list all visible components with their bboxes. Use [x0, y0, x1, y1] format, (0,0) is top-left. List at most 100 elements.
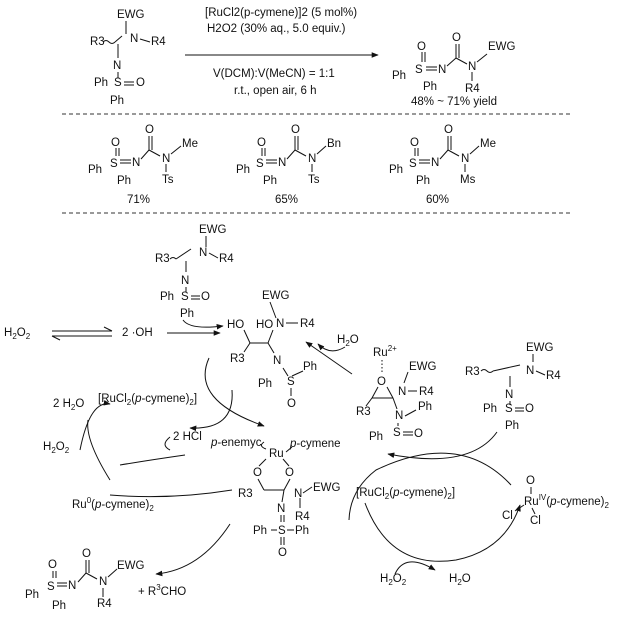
arrow-cycle-ru — [348, 452, 512, 521]
bond — [243, 329, 251, 344]
arrow-cycle-left — [87, 419, 111, 481]
diol-r3: R3 — [230, 353, 245, 365]
ruiv-o: O — [526, 475, 535, 487]
yield-range: 48% ~ 71% yield — [411, 96, 497, 108]
ru-dimer-right: [RuCl2(p-cymene)2] — [356, 487, 455, 501]
bond — [469, 145, 480, 155]
bond — [208, 252, 219, 259]
h2o2-left-cycle: H2O2 — [43, 441, 70, 455]
arrow-diol-to-ru-complex — [204, 357, 265, 427]
epox-s: S — [393, 427, 401, 439]
rs-o: O — [525, 403, 534, 415]
ruiv-cl1: Cl — [502, 510, 513, 522]
bond — [170, 145, 182, 155]
bond — [285, 446, 293, 453]
bond — [291, 370, 304, 377]
product-n-label: N — [438, 64, 446, 76]
bond — [302, 486, 313, 494]
bond — [492, 364, 521, 372]
wavy-bond — [480, 369, 494, 373]
ex3-n2-label: N — [461, 153, 469, 165]
bond — [446, 57, 457, 67]
ex2-ph-label: Ph — [236, 164, 250, 176]
substrate-top: EWG R3 N R4 N Ph S O Ph — [90, 9, 166, 107]
bond — [283, 478, 291, 491]
h2o-attack: H2O — [337, 334, 359, 348]
wavy-bond — [169, 257, 177, 260]
arrow-hcl — [164, 436, 171, 451]
chelate-ph2: Ph — [295, 525, 309, 537]
ex2-o2-label: O — [291, 124, 300, 136]
pb-n2: N — [99, 576, 107, 588]
rs-n2: N — [505, 389, 513, 401]
pb-n: N — [68, 580, 76, 592]
rs-r3: R3 — [465, 366, 480, 378]
bond — [365, 397, 373, 407]
rs-s: S — [505, 403, 513, 415]
ruiv-cl2: Cl — [530, 515, 541, 527]
h2o-2: 2 H2O — [53, 398, 84, 412]
chelate-ph: Ph — [253, 525, 267, 537]
epox-o: O — [377, 376, 386, 388]
arrow-ru0-in — [109, 489, 233, 498]
ex3-yield: 60% — [426, 194, 449, 206]
bond — [267, 329, 274, 344]
pb-o2: O — [82, 548, 91, 560]
substrate-r4-label: R4 — [151, 36, 166, 48]
ex2-o-label: O — [257, 137, 266, 149]
substrate-o-label: O — [136, 77, 145, 89]
ex1-ts-label: Ts — [162, 174, 174, 186]
substrate-ph2-label: Ph — [110, 95, 124, 107]
diol-oh-carbon: HO — [256, 319, 273, 331]
equilibrium-back-head — [51, 335, 61, 341]
bond — [281, 489, 285, 503]
ex2-ts-label: Ts — [308, 174, 320, 186]
curved-arrow — [260, 441, 267, 450]
rs-n: N — [526, 365, 534, 377]
bond — [114, 35, 123, 43]
ex1-ph-label: Ph — [88, 164, 102, 176]
ex1-n2-label: N — [162, 153, 170, 165]
ex2-n-label: N — [278, 157, 286, 169]
pb-ph: Ph — [25, 589, 39, 601]
bond — [282, 367, 289, 377]
arrow-h2o-out — [79, 400, 111, 451]
bond — [447, 149, 460, 157]
ru0-label: Ru0(p-cymene)2 — [72, 496, 154, 513]
product-ph2-label: Ph — [423, 81, 437, 93]
diol-r4: R4 — [300, 318, 315, 330]
ms-r3: R3 — [155, 253, 170, 265]
ms-n: N — [199, 247, 207, 259]
bond — [269, 301, 277, 319]
ex3-me-label: Me — [480, 138, 496, 150]
bond — [243, 342, 251, 353]
chelate-r3: R3 — [238, 488, 253, 500]
epox-ph: Ph — [418, 401, 432, 413]
hydroxyl-radical-formation: H2O2 2 ·OH — [4, 326, 221, 341]
p-cymene: p-cymene — [289, 438, 341, 450]
product-bottom: O S Ph N O N EWG R4 Ph + R3CHO — [25, 548, 186, 612]
chelate-o1: O — [253, 467, 262, 479]
chelate-ru: Ru — [269, 448, 284, 460]
substrate-ewg-label: EWG — [117, 9, 145, 21]
ex2-yield: 65% — [275, 194, 298, 206]
ms-s: S — [181, 291, 189, 303]
arrow-to-product — [155, 523, 231, 577]
product-n2-label: N — [468, 61, 476, 73]
arrow-epoxide-to-diol — [305, 341, 353, 375]
chelate-ewg: EWG — [313, 482, 341, 494]
hydroxyl-radical: 2 ·OH — [122, 327, 153, 339]
reaction-conditions: [RuCl2(p-cymene)]2 (5 mol%) H2O2 (30% aq… — [185, 7, 379, 97]
bond — [258, 458, 267, 467]
bond — [107, 568, 118, 578]
bond — [386, 386, 394, 399]
ex2-s-label: S — [256, 158, 264, 170]
diol-ewg: EWG — [262, 290, 290, 302]
ms-r4: R4 — [219, 253, 234, 265]
mech-ru-epoxide: Ru2+ O EWG N R4 R3 N Ph S Ph O — [356, 344, 437, 443]
epox-ru: Ru2+ — [373, 344, 397, 359]
arrow-h2o-attack — [317, 343, 346, 352]
epox-n: N — [398, 386, 406, 398]
ex1-o-label: O — [111, 137, 120, 149]
